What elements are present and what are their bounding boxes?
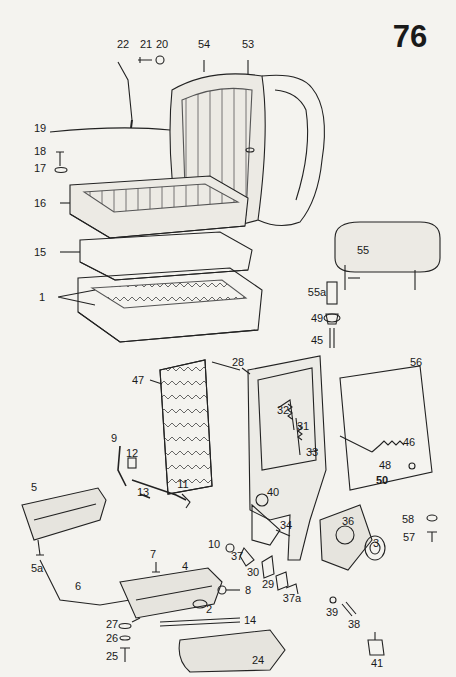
callout-number: 55a — [308, 287, 326, 298]
callout-number: 50 — [376, 475, 388, 486]
callout-number: 6 — [75, 581, 81, 592]
callout-number: 33 — [306, 447, 318, 458]
callout-number: 57 — [403, 532, 415, 543]
callout-number: 3 — [373, 538, 379, 549]
callout-number: 11 — [177, 479, 188, 490]
callout-number: 16 — [34, 198, 46, 209]
callout-number: 27 — [106, 619, 118, 630]
callout-number: 10 — [208, 539, 220, 550]
callout-number: 9 — [111, 433, 117, 444]
page-number: 76 — [393, 21, 427, 52]
callout-number: 21 — [140, 39, 152, 50]
callout-number: 26 — [106, 633, 118, 644]
callout-number: 40 — [267, 487, 279, 498]
callout-number: 1 — [39, 292, 45, 303]
callout-number: 32 — [277, 405, 289, 416]
callout-number: 2 — [206, 604, 212, 615]
callout-number: 22 — [117, 39, 129, 50]
callout-number: 49 — [311, 313, 323, 324]
callout-number: 53 — [242, 39, 254, 50]
callout-number: 37 — [231, 551, 243, 562]
callout-number: 8 — [245, 585, 251, 596]
callout-number: 29 — [262, 579, 274, 590]
callout-number: 18 — [34, 146, 46, 157]
callout-number: 30 — [247, 567, 259, 578]
callout-number: 13 — [137, 487, 149, 498]
callout-number: 12 — [126, 448, 138, 459]
callout-number: 4 — [182, 561, 188, 572]
callout-number: 34 — [280, 520, 292, 531]
callout-number: 7 — [150, 549, 156, 560]
callout-number: 5a — [31, 563, 43, 574]
callout-number: 20 — [156, 39, 168, 50]
callout-number: 37a — [283, 593, 301, 604]
callout-number: 47 — [132, 375, 144, 386]
callout-number: 17 — [34, 163, 46, 174]
callout-number: 55 — [357, 245, 369, 256]
callout-number: 24 — [252, 655, 264, 666]
callout-number: 25 — [106, 651, 118, 662]
callout-number: 19 — [34, 123, 46, 134]
callout-number: 58 — [402, 514, 414, 525]
callout-number: 48 — [379, 460, 391, 471]
callout-number: 45 — [311, 335, 323, 346]
callout-number: 56 — [410, 357, 422, 368]
callout-number: 39 — [326, 607, 338, 618]
callout-number: 54 — [198, 39, 210, 50]
callout-number: 38 — [348, 619, 360, 630]
callout-number: 46 — [403, 437, 415, 448]
callout-number: 28 — [232, 357, 244, 368]
callout-number: 41 — [371, 658, 383, 669]
callout-number: 14 — [244, 615, 256, 626]
callout-number: 5 — [31, 482, 37, 493]
callout-number: 15 — [34, 247, 46, 258]
callout-number: 36 — [342, 516, 354, 527]
callout-number: 31 — [297, 421, 309, 432]
